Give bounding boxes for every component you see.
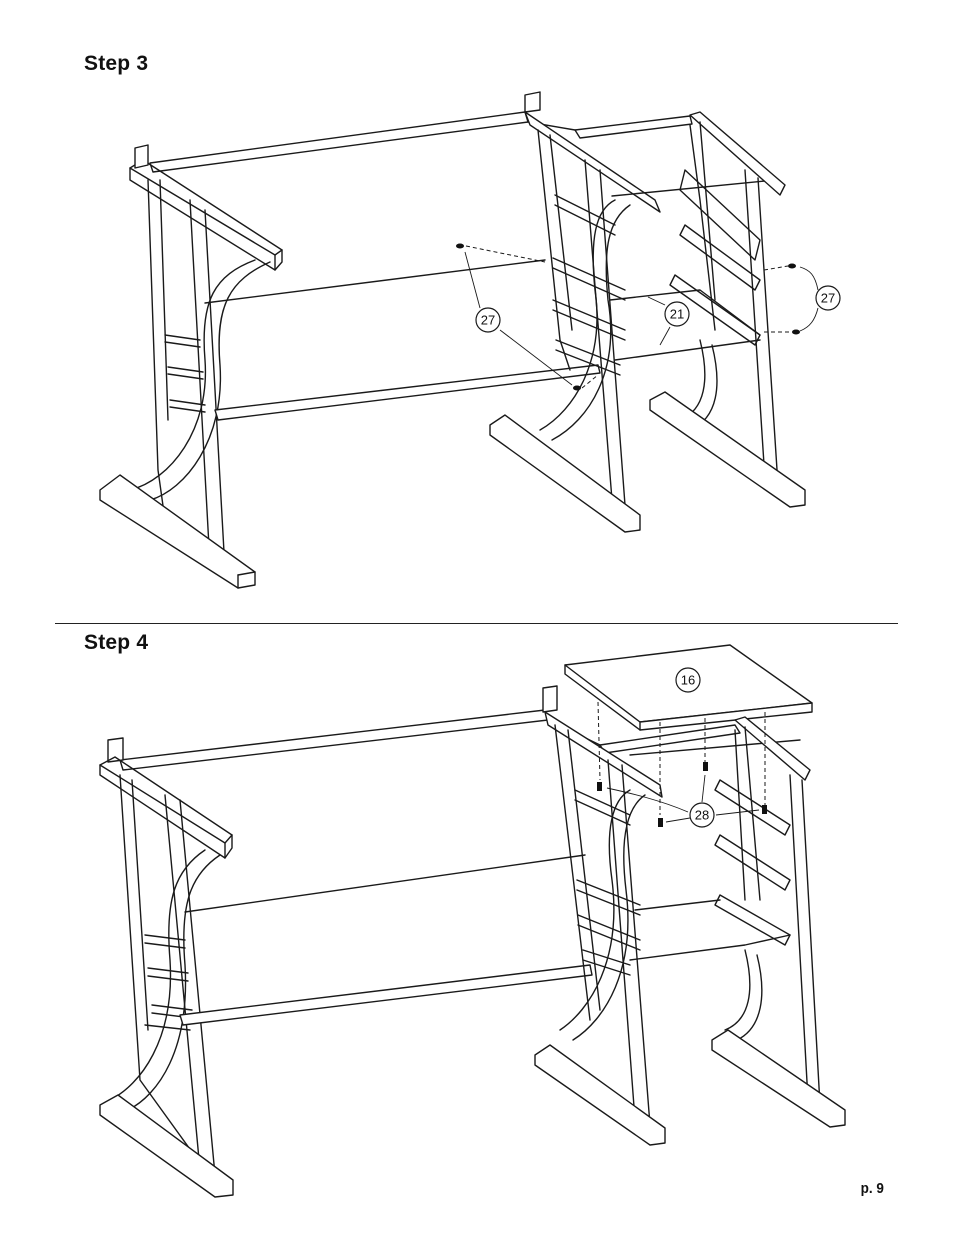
svg-text:21: 21 <box>670 307 684 322</box>
svg-text:28: 28 <box>695 808 709 823</box>
callout-21: 21 <box>665 302 689 326</box>
callout-28: 28 <box>690 803 714 827</box>
step-4-desk-frame <box>100 645 845 1197</box>
svg-text:27: 27 <box>821 291 835 306</box>
callout-27-right: 27 <box>816 286 840 310</box>
callout-27-left: 27 <box>476 308 500 332</box>
svg-text:16: 16 <box>681 673 695 688</box>
step-3-desk-frame <box>100 92 818 588</box>
callout-16: 16 <box>676 668 700 692</box>
svg-text:27: 27 <box>481 313 495 328</box>
